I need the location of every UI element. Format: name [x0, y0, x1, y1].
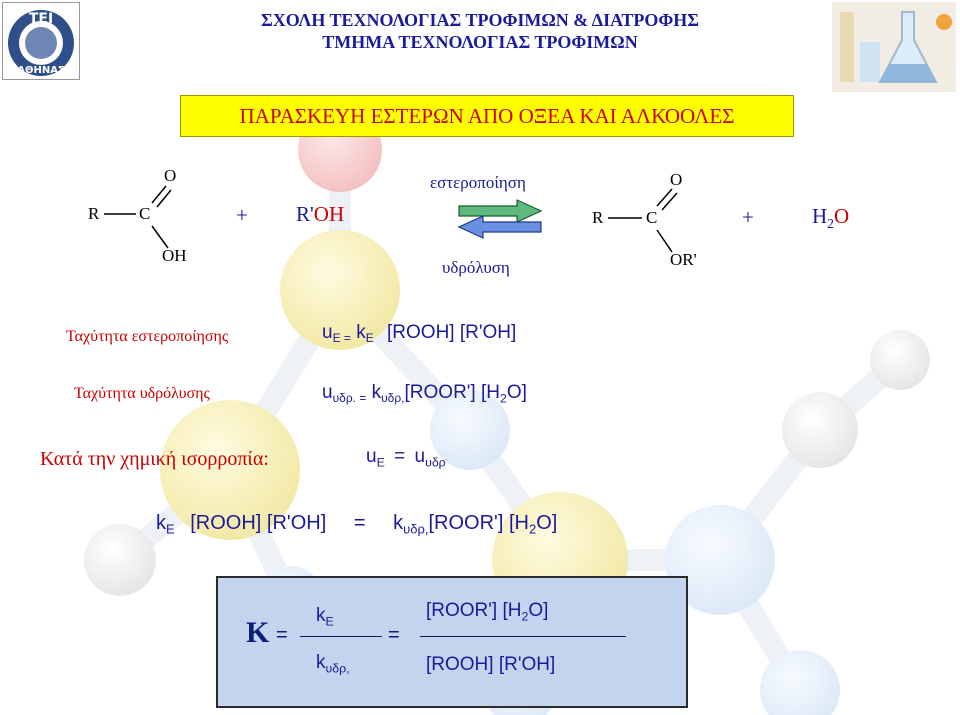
alcohol-formula: R'OH: [296, 202, 344, 227]
alcohol-hydroxyl: OH: [313, 202, 345, 226]
fraction-bar-2: [420, 636, 626, 637]
ester-carbon: C: [646, 208, 658, 227]
constant-equals-1: =: [276, 624, 288, 646]
esterification-rate-label: Ταχύτητα εστεροποίησης: [66, 328, 229, 345]
numerator-concentrations: [ROOR'] [H2O]: [426, 600, 549, 624]
acid-r-group: R: [88, 204, 100, 223]
forward-reaction-label: εστεροποίηση: [430, 173, 526, 192]
plus-sign-1: +: [236, 203, 248, 227]
acid-hydroxyl: OH: [162, 246, 187, 265]
ester-r-group: R: [592, 208, 604, 227]
rate-equality-formula: kE [ROOH] [R'OH] = kυδρ,[ROOR'] [H2O]: [156, 512, 558, 537]
numerator-k: kE: [316, 605, 334, 629]
svg-text:ΤΕΙ: ΤΕΙ: [29, 11, 53, 27]
esterification-rate-formula: uE = kE [ROOH] [R'OH]: [322, 322, 517, 346]
water-formula: H2O: [812, 204, 850, 231]
header-school: ΣΧΟΛΗ ΤΕΧΝΟΛΟΓΙΑΣ ΤΡΟΦΙΜΩΝ & ΔΙΑΤΡΟΦΗΣ: [260, 10, 700, 30]
denominator-k: kυδρ,: [316, 652, 350, 676]
page-title: ΠΑΡΑΣΚΕΥΗ ΕΣΤΕΡΩΝ ΑΠΟ ΟΞΕΑ ΚΑΙ ΑΛΚΟΟΛΕΣ: [180, 95, 794, 137]
university-logo: ΤΕΙ ΑΘΗΝΑΣ: [2, 2, 80, 80]
equilibrium-constant-box: [216, 576, 688, 708]
forward-arrow-icon: [458, 199, 543, 223]
equilibrium-label: Κατά την χημική ισορροπία:: [40, 448, 269, 470]
ester-oxygen: O: [670, 170, 683, 189]
reaction-bonds: [104, 185, 678, 253]
denominator-concentrations: [ROOH] [R'OH]: [426, 654, 556, 675]
fraction-bar-1: [300, 636, 382, 637]
ester-alkoxy: OR': [670, 250, 697, 269]
acid-oxygen: O: [164, 166, 177, 185]
equilibrium-arrows: [457, 199, 543, 239]
svg-text:ΑΘΗΝΑΣ: ΑΘΗΝΑΣ: [17, 65, 65, 76]
hydrolysis-rate-label: Ταχύτητα υδρόλυσης: [74, 385, 210, 402]
lab-flask-image: [832, 2, 956, 92]
equilibrium-formula: uE = uυδρ: [366, 446, 446, 470]
constant-equals-2: =: [388, 624, 400, 646]
hydrolysis-rate-formula: uυδρ. = kυδρ,[ROOR'] [H2O]: [322, 382, 527, 406]
alcohol-r-group: R': [296, 202, 314, 226]
constant-symbol: K: [246, 616, 270, 649]
header-department: ΤΜΗΜΑ ΤΕΧΝΟΛΟΓΙΑΣ ΤΡΟΦΙΜΩΝ: [322, 32, 638, 52]
acid-carbon: C: [139, 204, 151, 223]
reverse-arrow-icon: [457, 215, 542, 239]
plus-sign-2: +: [742, 205, 754, 229]
reverse-reaction-label: υδρόλυση: [442, 258, 510, 277]
